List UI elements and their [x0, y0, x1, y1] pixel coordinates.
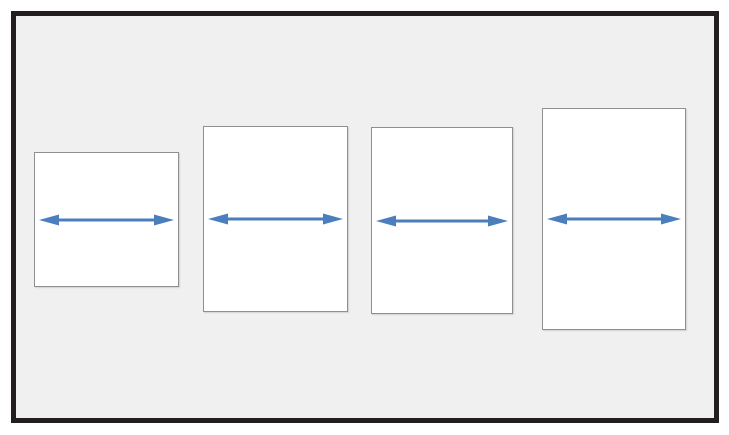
rectangle-shape-box-4	[542, 108, 686, 330]
double-headed-arrow-icon	[39, 214, 174, 225]
double-headed-arrow-icon	[547, 213, 681, 225]
double-headed-arrow-icon	[376, 215, 508, 226]
double-headed-arrow-icon	[208, 213, 343, 225]
rectangle-shape-box-3	[371, 127, 513, 314]
rectangle-shape-box-2	[203, 126, 348, 312]
rectangle-shape-box-1	[34, 152, 179, 287]
